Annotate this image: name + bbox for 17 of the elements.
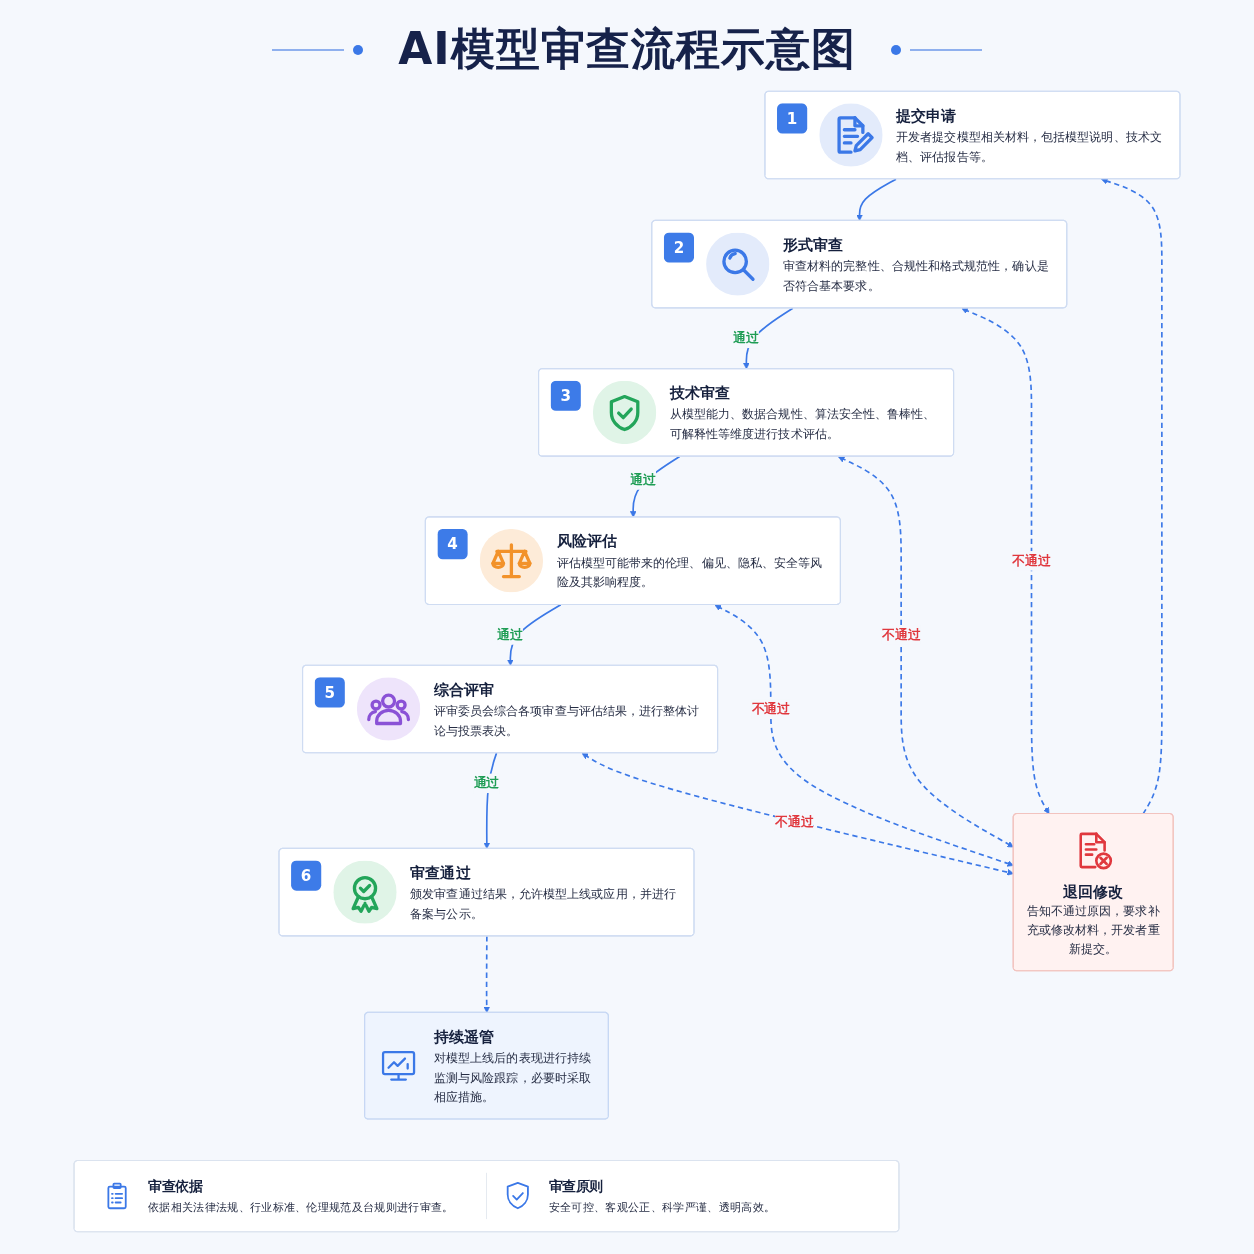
edge-label: 不通过 [774, 813, 814, 829]
arrow [961, 307, 1050, 815]
edge-label: 不通过 [1012, 552, 1051, 568]
edge-label: 不通过 [881, 626, 921, 642]
arrow [837, 456, 1014, 848]
arrow [856, 178, 897, 221]
arrow [714, 604, 1014, 867]
arrow [581, 753, 1014, 876]
arrow [483, 935, 491, 1013]
arrow [629, 455, 681, 518]
edge-label: 不通过 [751, 700, 791, 716]
edge-label: 通过 [733, 330, 759, 346]
title: AI模型审查流程示意图 [398, 22, 856, 76]
arrow [1101, 177, 1163, 815]
edge-label: 通过 [473, 775, 500, 791]
edge-label: 通过 [497, 626, 523, 642]
edge-label: 通过 [630, 471, 657, 487]
